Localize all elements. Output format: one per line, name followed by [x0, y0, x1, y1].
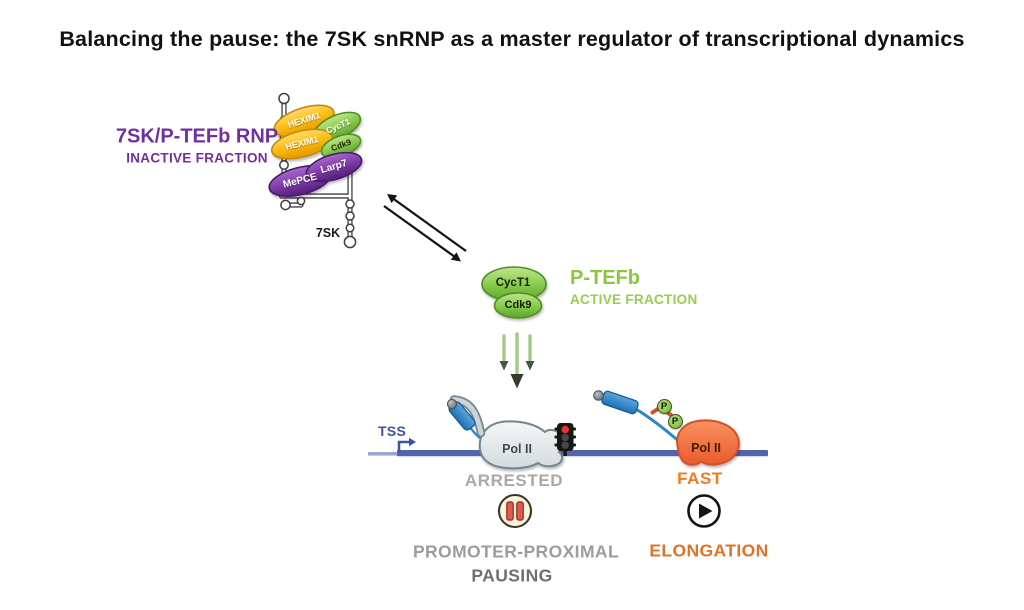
pol2-fast-blob [676, 419, 740, 466]
rna-cap-sphere-arrested-icon [446, 398, 458, 410]
inactive-complex-ovals [268, 104, 363, 197]
protein-label-cdk9-free: Cdk9 [504, 299, 532, 311]
speed-lines-icon [602, 434, 675, 452]
active-ptefb-sublabel: ACTIVE FRACTION [570, 292, 698, 307]
pol2-arrested-group [446, 395, 565, 470]
active-ptefb-label: P-TEFb [570, 267, 640, 289]
pause-icon [497, 493, 533, 529]
equilibrium-arrows-icon [383, 194, 467, 262]
traffic-light-icon [554, 423, 576, 456]
pol2-fast-group [593, 390, 740, 466]
figure-title: Balancing the pause: the 7SK snRNP as a … [59, 27, 965, 51]
phospho-badge-icon: P [667, 413, 683, 429]
nascent-rna-fast [634, 407, 679, 442]
tss-label: TSS [378, 423, 407, 439]
inactive-complex-label: 7SK/P-TEFb RNP [115, 125, 279, 148]
rna-7sk-label: 7SK [315, 226, 341, 240]
pol2-fast-label: Pol II [691, 441, 721, 455]
cdk9-free-oval [493, 292, 543, 319]
pol2-arrested-blob [478, 420, 565, 470]
arrested-state-label: ARRESTED [464, 471, 564, 490]
phospho-badge-icon: P [656, 398, 672, 414]
green-activation-arrows-icon [499, 332, 535, 389]
inactive-complex-sublabel: INACTIVE FRACTION [126, 150, 268, 166]
tss-arrow-icon [397, 437, 416, 452]
rna-cap-sphere-fast-icon [593, 390, 604, 401]
capped-rna-cylinder-fast-icon [601, 390, 639, 415]
fast-state-label: FAST [677, 469, 723, 488]
rna-exit-tube-icon [449, 395, 486, 438]
hexim1-bottom-oval [270, 128, 334, 160]
pausing-caption-line1: PROMOTER-PROXIMAL [412, 541, 620, 562]
active-ptefb-ovals [481, 266, 547, 319]
elongation-caption: ELONGATION [649, 540, 769, 561]
play-icon [687, 494, 721, 528]
pol2-arrested-label: Pol II [502, 442, 532, 456]
pausing-caption-line2: PAUSING [471, 565, 553, 586]
protein-label-cyct1-free: CycT1 [495, 277, 531, 289]
